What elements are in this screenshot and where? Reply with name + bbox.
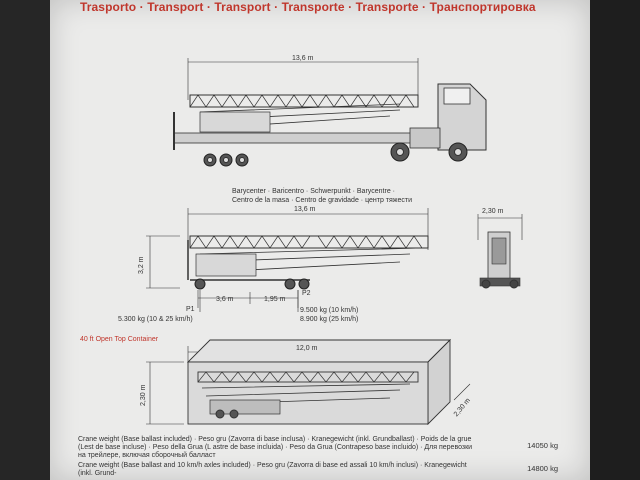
crane-side-view bbox=[146, 208, 523, 312]
technical-drawings bbox=[146, 58, 523, 426]
truck-length-label: 13,6 m bbox=[292, 55, 314, 62]
barycenter-label-2: Centro de la masa · Centro de gravidade … bbox=[232, 197, 412, 204]
container-label: 40 ft Open Top Container bbox=[80, 336, 159, 343]
weight-row-text: Crane weight (Base ballast included) · P… bbox=[78, 436, 473, 459]
height-label: 3,2 m bbox=[138, 256, 145, 274]
monitor-bezel bbox=[590, 0, 640, 480]
container-height-label: 2,30 m bbox=[140, 384, 147, 406]
p2-label: P2 bbox=[302, 290, 311, 297]
weight-row-text: Crane weight (Base ballast and 10 km/h a… bbox=[78, 462, 467, 477]
document-page: Trasporto · Transport · Transport · Tran… bbox=[50, 0, 590, 480]
weight-row: Crane weight (Base ballast included) · P… bbox=[78, 436, 558, 460]
weight-row-value: 14050 kg bbox=[527, 441, 558, 450]
p2-weight-10: 9.500 kg (10 km/h) bbox=[300, 307, 359, 314]
container-drawing bbox=[146, 338, 471, 426]
truck-drawing bbox=[173, 58, 487, 167]
p1-weight: 5.300 kg (10 & 25 km/h) bbox=[118, 316, 193, 323]
p1-label: P1 bbox=[186, 306, 195, 313]
page-title: Trasporto · Transport · Transport · Tran… bbox=[80, 0, 536, 14]
container-length-label: 12,0 m bbox=[296, 345, 318, 352]
weight-row-value: 14800 kg bbox=[527, 464, 558, 473]
dim-3-6: 3,6 m bbox=[216, 296, 234, 303]
width-label: 2,30 m bbox=[482, 208, 504, 215]
p2-weight-25: 8.900 kg (25 km/h) bbox=[300, 316, 359, 323]
barycenter-label: Barycenter · Baricentro · Schwerpunkt · … bbox=[232, 188, 396, 195]
weights-table: Crane weight (Base ballast included) · P… bbox=[78, 436, 558, 478]
side-length-label: 13,6 m bbox=[294, 206, 316, 213]
dim-1-95: 1,95 m bbox=[264, 296, 286, 303]
weight-row: Crane weight (Base ballast and 10 km/h a… bbox=[78, 462, 558, 478]
